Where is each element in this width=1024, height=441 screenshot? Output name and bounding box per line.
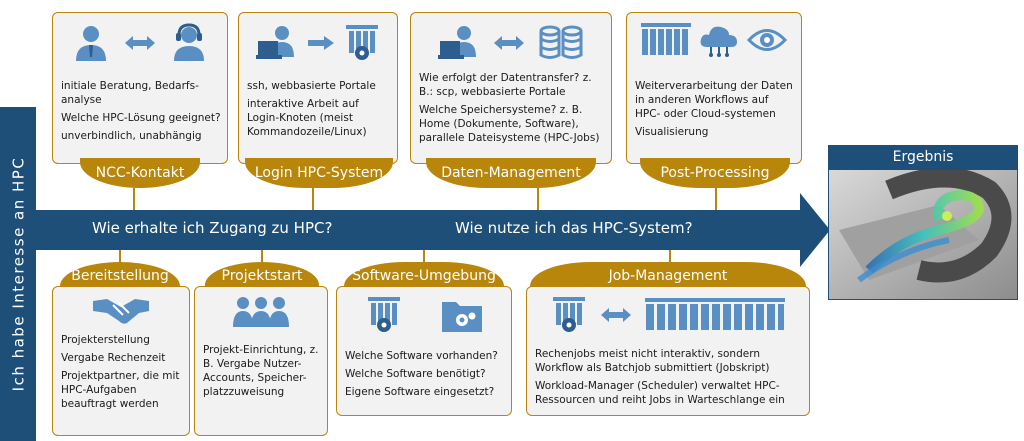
tab-job-management: Job-Management [530, 262, 806, 290]
folder-gear-icon [442, 302, 482, 332]
server-gear-icon [346, 25, 378, 60]
card-line: initiale Beratung, Bedarfs-analyse [61, 80, 199, 106]
arrow-right-icon [308, 36, 334, 50]
cloud-icon [700, 26, 737, 57]
double-arrow-icon [125, 36, 155, 50]
card-line: Vergabe Rechenzeit [61, 352, 166, 364]
card-line: ssh, webbasierte Portale [247, 80, 376, 92]
database-icon [539, 25, 583, 59]
double-arrow-icon [494, 36, 524, 50]
card-daten-management: Wie erfolgt der Datentransfer? z. B.: sc… [410, 12, 612, 164]
card-line: Eigene Software eingesetzt? [345, 386, 495, 398]
card-line: interaktive Arbeit auf Login-Knoten (mei… [247, 98, 367, 138]
card-line: Welche Software benötigt? [345, 368, 486, 380]
question-access: Wie erhalte ich Zugang zu HPC? [92, 219, 333, 237]
card-line: Rechenjobs meist nicht interaktiv, sonde… [535, 348, 770, 374]
card-line: Workload-Manager (Scheduler) verwaltet H… [535, 380, 785, 406]
card-line: Welche Software vorhanden? [345, 350, 498, 362]
server-rack-icon [641, 23, 691, 55]
card-line: unverbindlich, unabhängig [61, 130, 202, 142]
card-ncc-kontakt: initiale Beratung, Bedarfs-analyse Welch… [52, 12, 228, 164]
side-label-bar: Ich habe Interesse an HPC [0, 107, 36, 441]
flow-simulation-illustration [829, 170, 1017, 299]
server-gear-icon [553, 297, 585, 332]
laptop-user-icon [256, 26, 294, 59]
headset-user-icon [174, 23, 204, 61]
tab-post-processing: Post-Processing [640, 158, 790, 188]
card-projektstart: Projekt-Einrichtung, z. B. Vergabe Nutze… [194, 286, 328, 436]
server-rack-icon [645, 298, 785, 330]
card-line: Projekt-Einrichtung, z. B. Vergabe Nutze… [203, 344, 319, 398]
user-icon [76, 26, 106, 61]
result-simulation-image [828, 169, 1018, 300]
double-arrow-icon [601, 308, 631, 322]
tab-login-hpc: Login HPC-System [245, 158, 393, 188]
card-software-umgebung: Welche Software vorhanden? Welche Softwa… [336, 286, 512, 416]
tab-daten-management: Daten-Management [426, 158, 596, 188]
card-line: Weiterverarbeitung der Daten in anderen … [635, 80, 793, 120]
card-line: Welche HPC-Lösung geeignet? [61, 112, 221, 124]
card-line: Projekterstellung [61, 334, 150, 346]
laptop-user-icon [438, 26, 476, 59]
server-gear-icon [368, 297, 400, 332]
handshake-icon [93, 299, 149, 324]
card-line: Visualisierung [635, 126, 709, 138]
card-line: Wie erfolgt der Datentransfer? z. B.: sc… [419, 72, 592, 98]
tab-software-umgebung: Software-Umgebung [344, 262, 504, 290]
card-line: Welche Speichersysteme? z. B. Home (Doku… [419, 104, 600, 144]
card-line: Projektpartner, die mit HPC-Aufgaben bea… [61, 370, 180, 410]
card-bereitstellung: Projekterstellung Vergabe Rechenzeit Pro… [52, 286, 190, 436]
side-label: Ich habe Interesse an HPC [9, 156, 28, 392]
card-post-processing: Weiterverarbeitung der Daten in anderen … [626, 12, 802, 164]
group-icon [233, 297, 289, 327]
result-title: Ergebnis [828, 145, 1018, 169]
eye-icon [747, 29, 787, 51]
card-login-hpc: ssh, webbasierte Portale interaktive Arb… [238, 12, 398, 164]
question-usage: Wie nutze ich das HPC-System? [455, 219, 693, 237]
card-job-management: Rechenjobs meist nicht interaktiv, sonde… [526, 286, 810, 416]
arrow-body [36, 193, 830, 267]
